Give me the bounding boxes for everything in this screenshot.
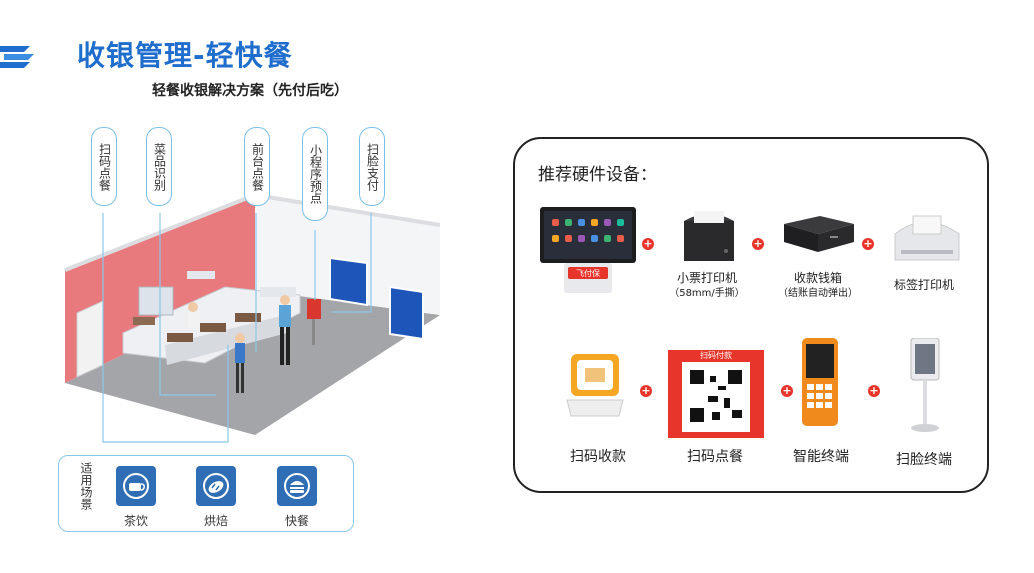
bread-icon (196, 466, 236, 506)
feature-tag-mini-program: 小程序预点 (302, 127, 328, 221)
label-printer-label: 标签打印机 (893, 278, 954, 292)
page-title: 收银管理-轻快餐 (77, 39, 293, 72)
page-subtitle: 轻餐收银解决方案（先付后吃） (152, 83, 348, 99)
plus-icon: + (868, 384, 880, 397)
pos-terminal-image: 飞付保 (540, 207, 636, 293)
scenario-tea-label: 茶饮 (123, 514, 148, 528)
scanner-box-image (566, 354, 624, 417)
hardware-panel-title: 推荐硬件设备： (538, 165, 657, 185)
label-printer-image (894, 215, 960, 261)
scenarios-label: 适用场景 (79, 462, 93, 510)
qr-payment-sign-image: 扫码付款 (668, 336, 764, 438)
scanner-box-label: 扫码收款 (570, 449, 626, 465)
logo-icon (0, 46, 34, 68)
plus-icon: + (862, 237, 874, 250)
qr-payment-sign-label: 扫码点餐 (687, 449, 743, 465)
feature-tag-counter-order: 前台点餐 (244, 127, 270, 206)
cash-drawer-sub: （结账自动弹出） (778, 288, 858, 299)
receipt-printer-sub: （58mm/手撕） (669, 288, 745, 299)
cash-drawer-label: 收款钱箱 (793, 271, 842, 285)
plus-icon: + (640, 384, 652, 397)
plus-icon: + (781, 384, 793, 397)
receipt-printer-label: 小票打印机 (676, 271, 737, 285)
plus-icon: + (642, 237, 654, 250)
hardware-panel (513, 137, 989, 493)
scenario-fastfood-label: 快餐 (284, 514, 309, 528)
feature-tag-scan-order: 扫码点餐 (91, 127, 117, 206)
burger-icon (277, 466, 317, 506)
plus-icon: + (752, 237, 764, 250)
svg-text:扫码付款: 扫码付款 (700, 350, 732, 360)
feature-connectors (102, 213, 372, 443)
cash-drawer-image (784, 216, 854, 252)
receipt-printer-image (684, 211, 734, 261)
coffee-cup-icon (116, 466, 156, 506)
scenario-bakery-label: 烘焙 (203, 514, 228, 528)
face-terminal-label: 扫脸终端 (896, 452, 952, 468)
svg-text:飞付保: 飞付保 (576, 268, 600, 278)
smart-terminal-image (802, 338, 838, 426)
face-terminal-image (910, 338, 940, 432)
feature-tag-dish-recognition: 菜品识别 (146, 127, 172, 206)
feature-tag-face-pay: 扫脸支付 (359, 127, 385, 206)
smart-terminal-label: 智能终端 (793, 449, 849, 465)
